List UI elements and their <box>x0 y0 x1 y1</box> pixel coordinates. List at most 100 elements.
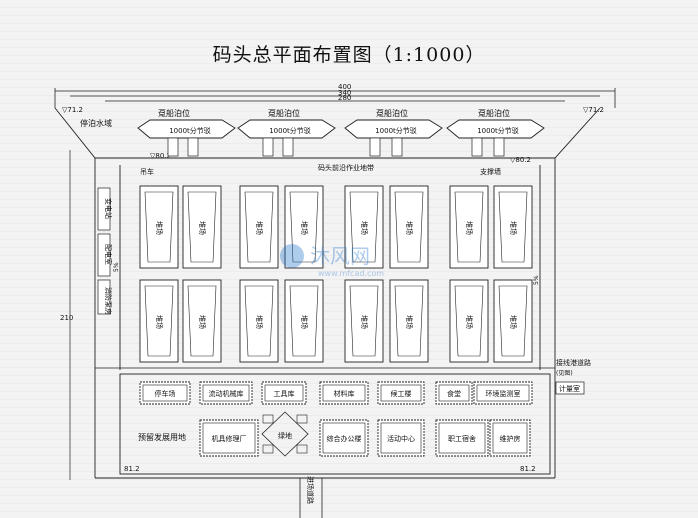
storage-yard: 堆场 <box>344 185 384 269</box>
building-label: 活动中心 <box>387 434 415 443</box>
storage-yard: 堆场 <box>139 279 179 363</box>
building-label: 机具修理厂 <box>212 434 247 443</box>
access-road-label: 接线港道路 <box>556 358 591 367</box>
building: 流动机械库 <box>199 381 253 405</box>
facility-distribution: 配电室 <box>104 244 113 265</box>
berth-1: 趸船泊位 1000t分节驳 <box>137 108 236 157</box>
storage-yard: 堆场 <box>239 279 279 363</box>
storage-yard: 堆场 <box>239 185 279 269</box>
drawing-title: 码头总平面布置图（1:1000） <box>212 44 486 66</box>
storage-yard: 堆场 <box>182 279 222 363</box>
crane-label: 吊车 <box>140 167 154 176</box>
dim-overall: 400 <box>338 83 351 91</box>
green-area: 绿地 <box>261 411 309 457</box>
building: 维护房 <box>489 419 531 457</box>
berth-3: 趸船泊位 1000t分节驳 <box>344 108 443 157</box>
berth-label-4: 趸船泊位 <box>478 108 510 118</box>
building-label: 综合办公楼 <box>327 434 362 443</box>
building-label: 流动机械库 <box>209 389 244 398</box>
building: 活动中心 <box>377 419 425 457</box>
berth-label-3: 趸船泊位 <box>376 108 408 118</box>
storage-yard-label: 堆场 <box>255 221 264 235</box>
water-area-label: 停泊水域 <box>80 118 112 128</box>
facility-fire-pump: 消防泵房 <box>104 287 113 315</box>
berth-label-1: 趸船泊位 <box>158 108 190 118</box>
storage-yard: 堆场 <box>389 185 429 269</box>
watermark-brand: 沐风网 <box>310 244 370 268</box>
dim-side: 210 <box>60 314 73 322</box>
dim-mid: 340 <box>338 89 351 97</box>
building: 机具修理厂 <box>199 419 259 457</box>
building-label: 食堂 <box>447 389 461 398</box>
left-facilities: 变电站 配电室 消防泵房 5% 5% <box>97 187 540 315</box>
weigh-station <box>555 381 585 395</box>
berth-2: 趸船泊位 1000t分节驳 <box>237 108 336 157</box>
storage-yard-label: 堆场 <box>198 315 207 329</box>
reserve-land-label: 预留发展用地 <box>138 432 186 442</box>
storage-yard-label: 堆场 <box>300 221 309 235</box>
watermark: 沐风网 www.mfcad.com <box>280 244 384 278</box>
dim-inner: 280 <box>338 94 351 102</box>
storage-yard-label: 堆场 <box>255 315 264 329</box>
berth-4: 趸船泊位 1000t分节驳 <box>446 108 545 157</box>
barge-label-1: 1000t分节驳 <box>169 126 211 135</box>
storage-yard-label: 堆场 <box>155 221 164 235</box>
watermark-logo <box>280 244 304 268</box>
slope-right: 5% <box>533 275 540 285</box>
storage-yard-label: 堆场 <box>509 315 518 329</box>
elevation-left-bottom: 81.2 <box>124 465 140 473</box>
building: 停车场 <box>139 381 191 405</box>
building-label: 工具库 <box>274 389 295 398</box>
storage-yard-label: 堆场 <box>405 221 414 235</box>
weigh-station-label: 计量室 <box>559 384 580 393</box>
elevation-right-bottom: 81.2 <box>520 465 536 473</box>
storage-yard-label: 堆场 <box>300 315 309 329</box>
building: 工具库 <box>261 381 307 405</box>
storage-yard: 堆场 <box>449 185 489 269</box>
barge-label-2: 1000t分节驳 <box>269 126 311 135</box>
storage-yard-label: 堆场 <box>155 315 164 329</box>
storage-yard: 堆场 <box>344 279 384 363</box>
storage-yard: 堆场 <box>493 185 533 269</box>
barge-label-3: 1000t分节驳 <box>375 126 417 135</box>
facility-substation: 变电站 <box>104 198 113 219</box>
storage-yard: 堆场 <box>139 185 179 269</box>
building-label: 材料库 <box>334 389 355 398</box>
storage-yard: 堆场 <box>284 185 324 269</box>
support-label: 支撑墙 <box>480 167 501 176</box>
storage-yard: 堆场 <box>449 279 489 363</box>
building: 食堂 <box>435 381 473 405</box>
building: 候工楼 <box>377 381 425 405</box>
storage-yard-label: 堆场 <box>360 221 369 235</box>
storage-yard-label: 堆场 <box>360 315 369 329</box>
building: 环境监测室 <box>473 381 533 405</box>
building-label: 职工宿舍 <box>448 434 476 443</box>
building-label: 环境监测室 <box>486 389 521 398</box>
storage-yard-label: 堆场 <box>465 315 474 329</box>
building: 材料库 <box>319 381 369 405</box>
storage-yard: 堆场 <box>182 185 222 269</box>
storage-yard: 堆场 <box>493 279 533 363</box>
dimension-lines <box>54 88 616 108</box>
access-road-sub: (见图) <box>556 370 573 377</box>
storage-yard-label: 堆场 <box>509 221 518 235</box>
elevation-left-top: ▽71.2 <box>62 106 83 114</box>
building-label: 候工楼 <box>391 389 412 398</box>
building: 综合办公楼 <box>319 419 369 457</box>
storage-yards: 堆场堆场堆场堆场堆场堆场堆场堆场堆场堆场堆场堆场堆场堆场堆场堆场 <box>139 185 533 363</box>
bank-outline <box>54 107 601 479</box>
terminal-road-label: 码头前沿作业地带 <box>318 163 374 172</box>
building-label: 维护房 <box>500 434 521 443</box>
building: 职工宿舍 <box>435 419 489 457</box>
storage-yard-label: 堆场 <box>465 221 474 235</box>
elevation-right-mid: ▽80.2 <box>510 156 531 164</box>
elevation-left-mid: ▽80.2 <box>150 152 171 160</box>
storage-yard-label: 堆场 <box>405 315 414 329</box>
watermark-site: www.mfcad.com <box>318 269 384 278</box>
green-label: 绿地 <box>278 431 292 440</box>
berth-label-2: 趸船泊位 <box>268 108 300 118</box>
storage-yard: 堆场 <box>389 279 429 363</box>
